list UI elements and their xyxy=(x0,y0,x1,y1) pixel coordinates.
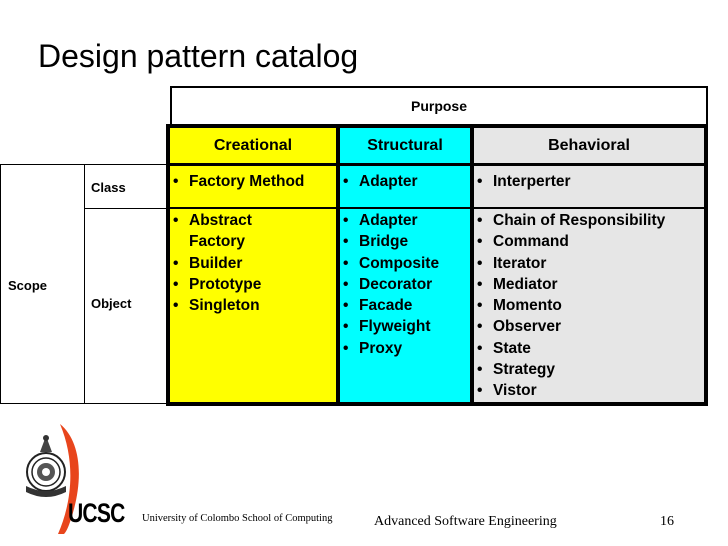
footer-institution: University of Colombo School of Computin… xyxy=(142,513,333,524)
list-item: Flyweight xyxy=(340,316,470,338)
list-item: Composite xyxy=(340,253,470,275)
structural-class-list: Adapter xyxy=(340,171,470,193)
purpose-header: Purpose xyxy=(170,86,708,124)
scope-divider xyxy=(84,164,85,404)
list-item: Command xyxy=(474,231,704,253)
list-item: Facade xyxy=(340,295,470,317)
purpose-label: Purpose xyxy=(410,98,467,114)
list-item: Bridge xyxy=(340,231,470,253)
list-item: Strategy xyxy=(474,359,704,381)
list-item: Chain of Responsibility xyxy=(474,210,704,232)
list-item: Mediator xyxy=(474,274,704,296)
list-item: Iterator xyxy=(474,253,704,275)
list-item: Interperter xyxy=(474,171,704,193)
creational-object-list: Abstract Factory Builder Prototype Singl… xyxy=(170,210,290,317)
header-structural: Structural xyxy=(340,128,470,164)
footer-course: Advanced Software Engineering xyxy=(374,514,557,529)
header-creational: Creational xyxy=(170,128,336,164)
list-item: Singleton xyxy=(170,295,290,317)
list-item: Factory Method xyxy=(170,171,336,193)
page-number: 16 xyxy=(660,514,674,529)
header-creational-label: Creational xyxy=(213,137,293,154)
list-item: Vistor xyxy=(474,380,704,402)
behavioral-class-list: Interperter xyxy=(474,171,704,193)
class-object-divider xyxy=(84,208,168,209)
list-item: Proxy xyxy=(340,338,470,360)
list-item: Adapter xyxy=(340,171,470,193)
slide-title: Design pattern catalog xyxy=(38,38,359,74)
list-item: Decorator xyxy=(340,274,470,296)
list-item: Builder xyxy=(170,253,290,275)
list-item: Prototype xyxy=(170,274,290,296)
behavioral-object-list: Chain of Responsibility Command Iterator… xyxy=(474,210,704,402)
ucsc-logo-icon xyxy=(26,424,79,534)
header-behavioral: Behavioral xyxy=(474,128,704,164)
scope-label: Scope xyxy=(8,278,48,293)
list-item: Abstract Factory xyxy=(170,210,290,253)
list-item: Observer xyxy=(474,316,704,338)
header-behavioral-label: Behavioral xyxy=(548,137,630,154)
list-item: Momento xyxy=(474,295,704,317)
header-separator xyxy=(166,163,708,166)
ucsc-logo-text: UCSC xyxy=(68,498,125,528)
list-item: State xyxy=(474,338,704,360)
row-separator xyxy=(166,207,708,209)
row-label-object: Object xyxy=(91,296,132,311)
header-structural-label: Structural xyxy=(367,137,443,154)
structural-object-list: Adapter Bridge Composite Decorator Facad… xyxy=(340,210,470,359)
row-label-class: Class xyxy=(91,180,126,195)
creational-class-list: Factory Method xyxy=(170,171,336,193)
list-item: Adapter xyxy=(340,210,470,232)
